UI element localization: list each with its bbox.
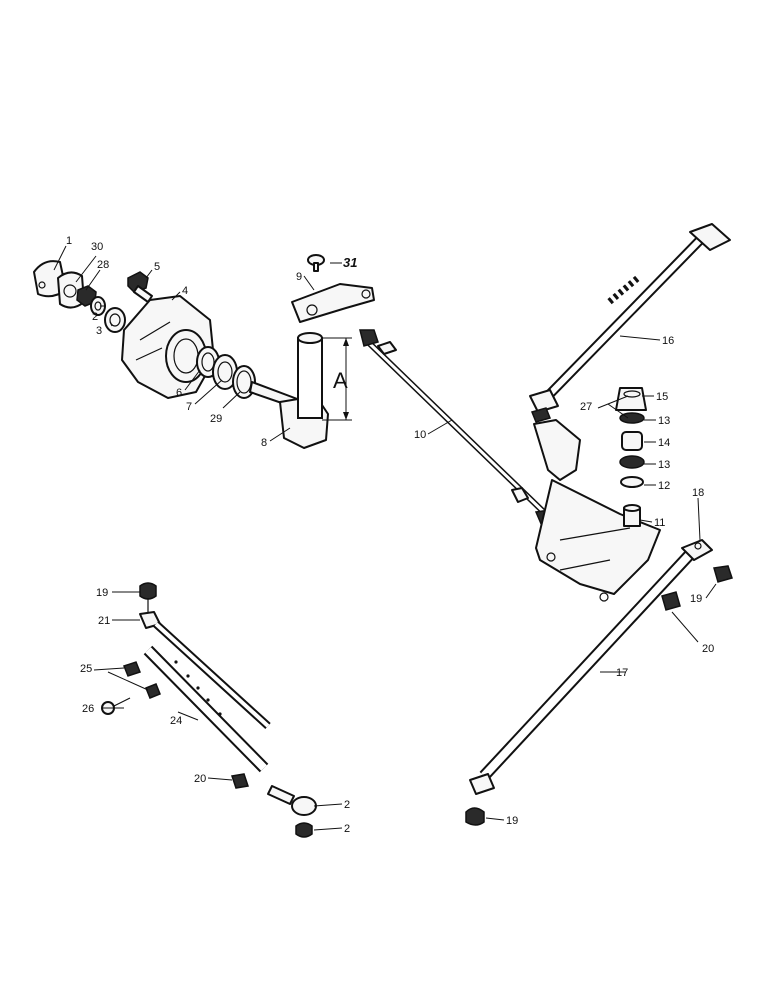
label-8: 8 [261, 437, 267, 449]
ring-part-12 [620, 476, 644, 488]
label-14: 14 [658, 437, 670, 449]
label-29: 29 [210, 413, 222, 425]
label-20-right: 20 [702, 643, 714, 655]
label-19-left: 19 [96, 587, 108, 599]
label-4: 4 [182, 285, 188, 297]
label-31: 31 [343, 255, 357, 270]
clamp-part-20-right [661, 591, 681, 611]
label-21: 21 [98, 615, 110, 627]
part-labels: 1 30 28 2 3 5 4 6 7 29 8 9 31 A 10 16 27… [66, 235, 714, 835]
label-27: 27 [580, 401, 592, 413]
spring-part-13-upper [619, 412, 645, 424]
label-end-lower: 2 [344, 823, 350, 835]
label-7: 7 [186, 401, 192, 413]
label-13-lower: 13 [658, 459, 670, 471]
label-12: 12 [658, 480, 670, 492]
label-10: 10 [414, 429, 426, 441]
dimension-a-marker [322, 337, 352, 421]
hub-housing-part-4 [121, 295, 215, 399]
pitman-arm-bracket [533, 419, 661, 602]
ball-joint-part-19-right [713, 565, 733, 583]
bolt-part-5 [127, 271, 153, 303]
label-18: 18 [692, 487, 704, 499]
bolt-part-26 [101, 697, 131, 715]
label-A: A [333, 368, 348, 393]
label-24: 24 [170, 715, 182, 727]
leader-lines [53, 245, 717, 831]
joint-housing-part-15 [615, 387, 647, 411]
label-17: 17 [616, 667, 628, 679]
spring-part-13-lower [619, 455, 645, 469]
label-28: 28 [97, 259, 109, 271]
tie-rod-end-lower [267, 785, 317, 838]
pin-part-11 [623, 504, 641, 527]
label-25: 25 [80, 663, 92, 675]
clamp-part-20-left [231, 773, 249, 789]
tube-part-24 [143, 645, 269, 773]
label-3: 3 [96, 325, 102, 337]
stub-axle-part-8 [249, 332, 329, 449]
label-19-bottom: 19 [506, 815, 518, 827]
ball-joint-part-19-left [139, 582, 157, 612]
drag-link-part-10 [359, 329, 558, 527]
clips-part-25 [123, 661, 161, 699]
end-18 [694, 542, 702, 550]
steering-arm-part-9 [291, 283, 375, 323]
label-16: 16 [662, 335, 674, 347]
label-2: 2 [92, 311, 98, 323]
locking-plate-part-3 [104, 307, 126, 333]
track-rod-part-16: ▮▮▮▮▮▮ [529, 223, 731, 423]
label-5: 5 [154, 261, 160, 273]
tie-rod-part-17 [469, 539, 713, 795]
label-26: 26 [82, 703, 94, 715]
ball-joint-part-19-bottom [465, 807, 485, 826]
bush-part-14 [621, 431, 643, 451]
label-9: 9 [296, 271, 302, 283]
tie-rod-end-part-21 [139, 611, 271, 729]
label-11: 11 [654, 517, 665, 529]
label-6: 6 [176, 387, 182, 399]
label-19-right: 19 [690, 593, 702, 605]
label-1: 1 [66, 235, 72, 247]
label-15: 15 [656, 391, 668, 403]
label-20-left: 20 [194, 773, 206, 785]
label-13-upper: 13 [658, 415, 670, 427]
label-end-upper: 2 [344, 799, 350, 811]
label-30: 30 [91, 241, 103, 253]
cap-part-31 [307, 254, 325, 272]
